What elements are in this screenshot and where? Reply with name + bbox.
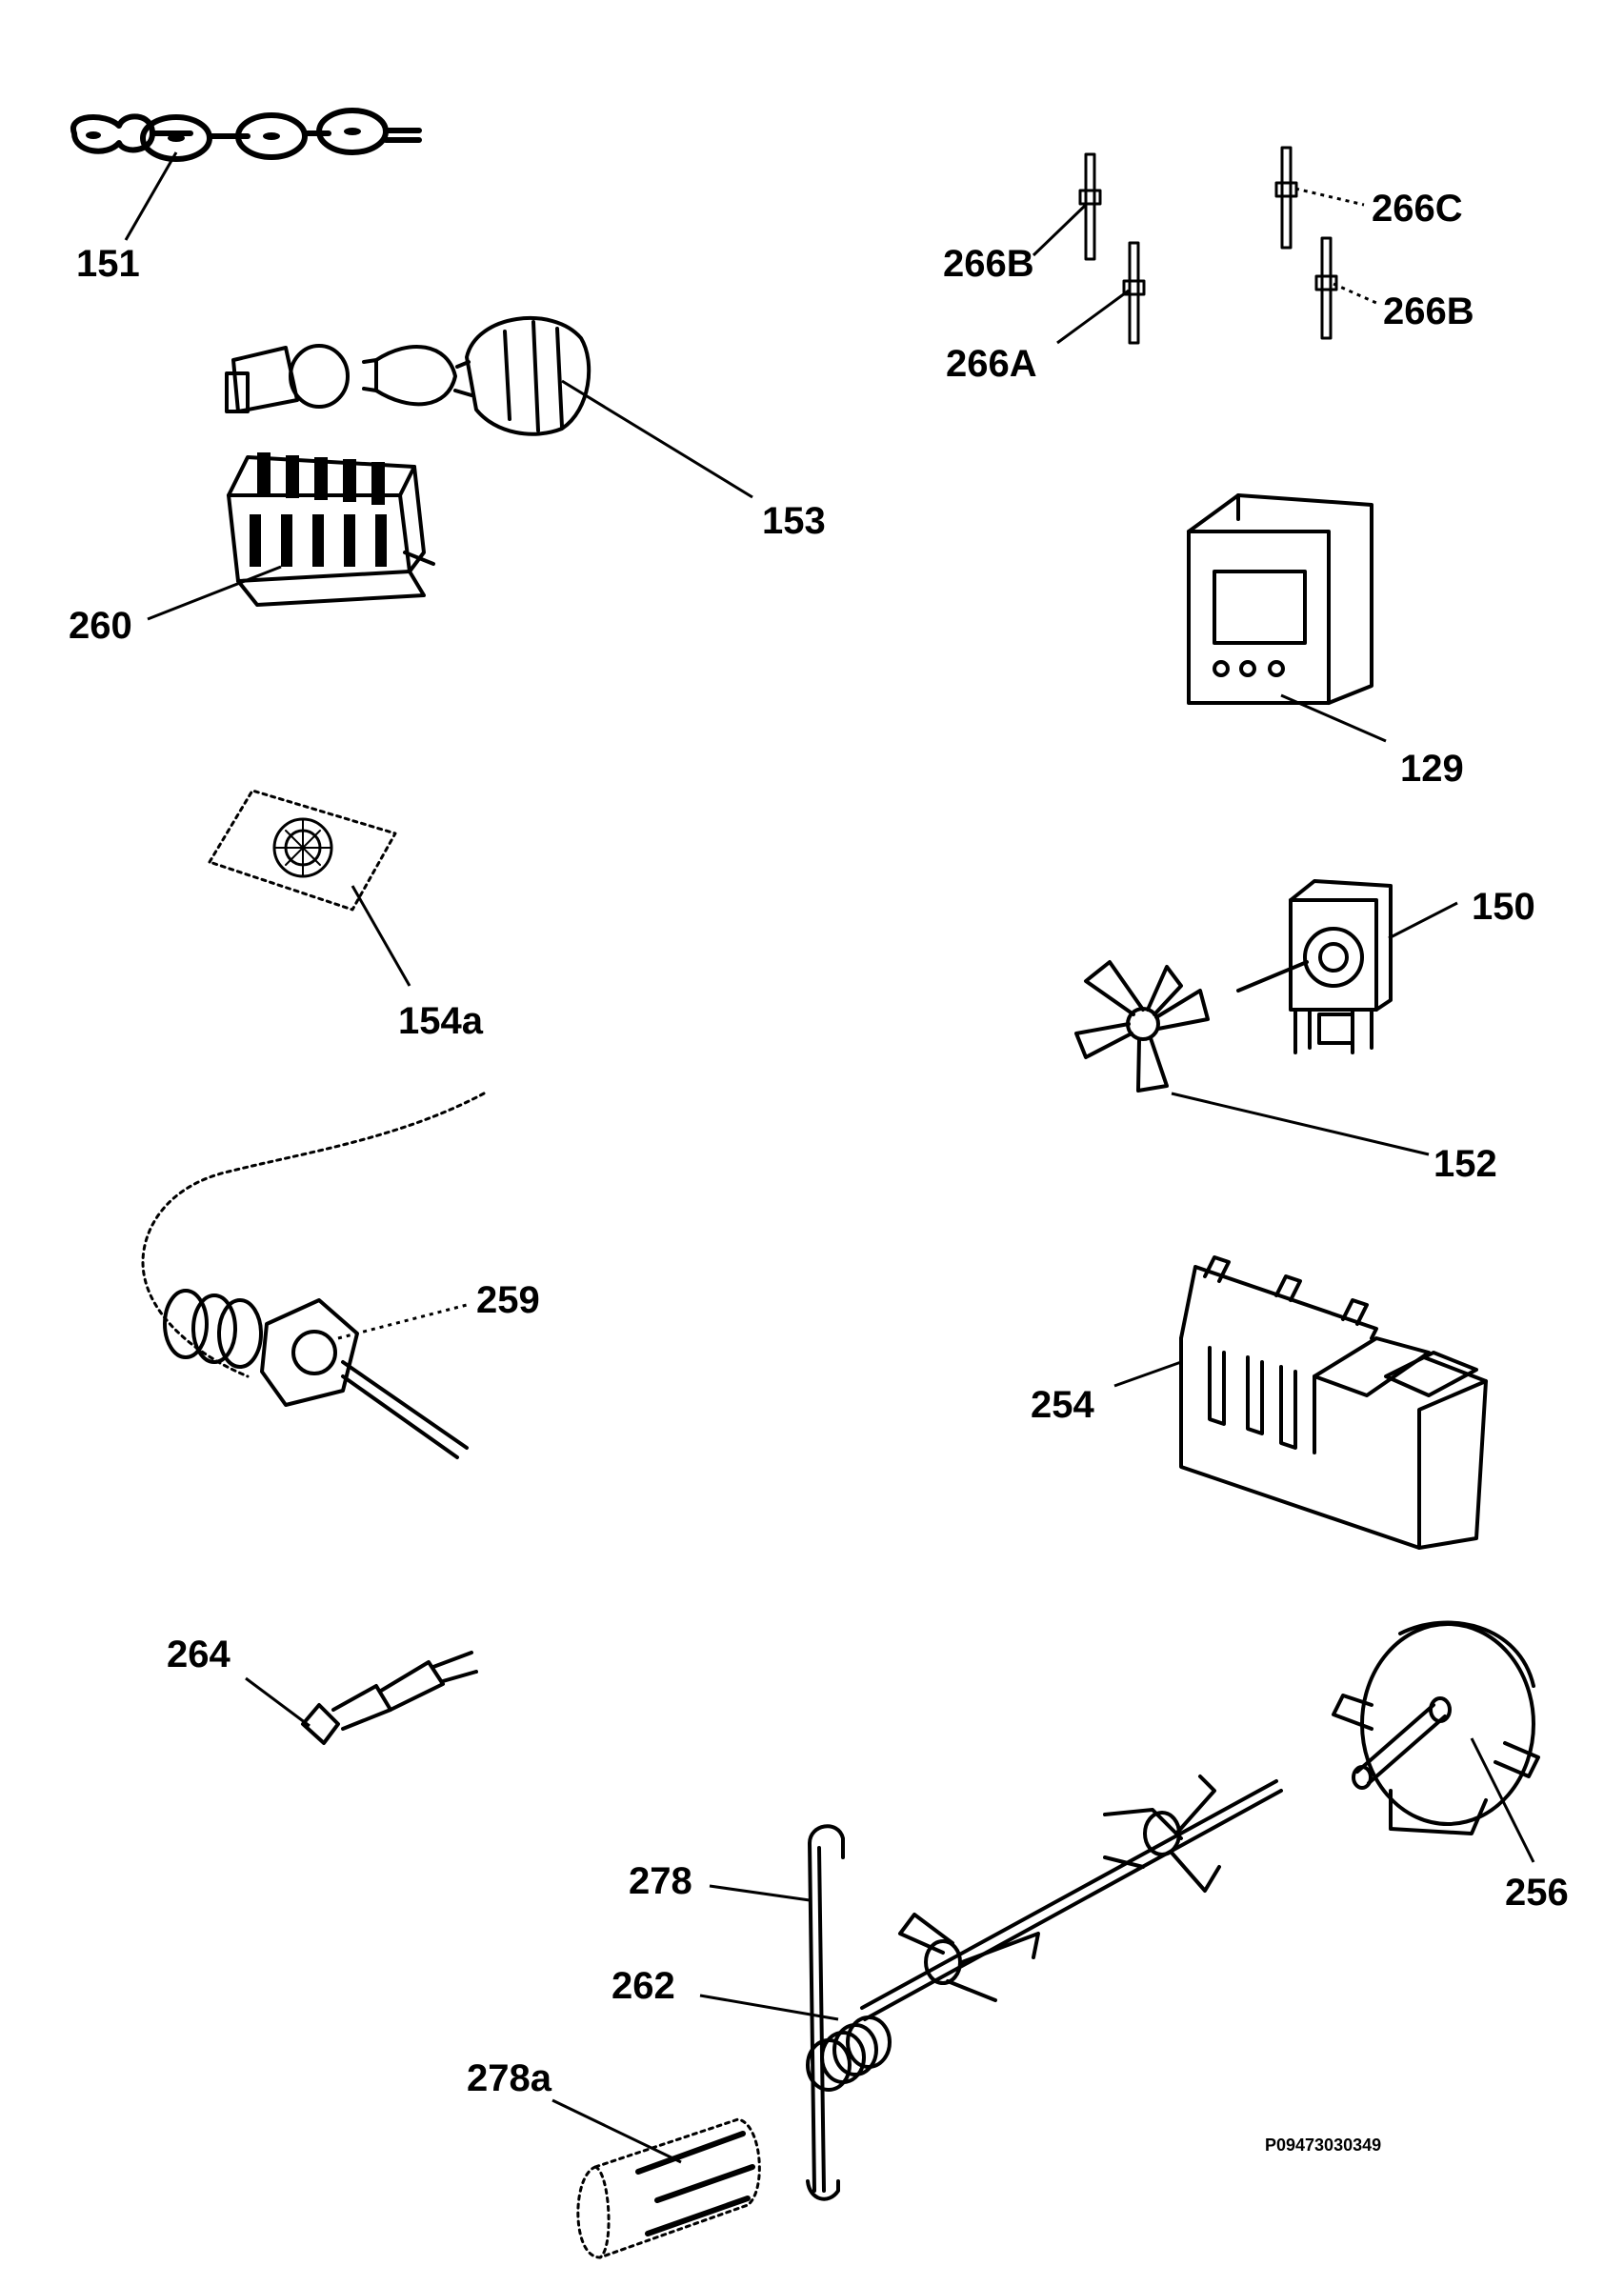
leader-150 [1388, 901, 1458, 940]
label-129: 129 [1400, 748, 1464, 790]
leader-266C [1294, 187, 1365, 207]
leader-278a [551, 2098, 682, 2164]
label-254: 254 [1031, 1384, 1094, 1426]
part-262-rotisserie-spit [806, 1775, 1283, 2092]
leader-278 [709, 1884, 811, 1902]
label-259: 259 [476, 1279, 540, 1321]
leader-151 [124, 151, 178, 241]
part-153-oven-lamp [225, 316, 591, 436]
leader-266B-1 [1032, 203, 1088, 257]
label-264: 264 [167, 1634, 231, 1675]
part-259-thermostat [141, 1092, 486, 1459]
label-278a: 278a [467, 2057, 552, 2099]
part-266-pins [1078, 146, 1338, 345]
label-152: 152 [1434, 1143, 1497, 1185]
part-260-selector-switch [227, 452, 435, 607]
leader-254 [1113, 1360, 1182, 1388]
label-150: 150 [1472, 886, 1535, 928]
label-266B-1: 266B [943, 243, 1034, 285]
label-256: 256 [1505, 1872, 1569, 1914]
leader-256 [1470, 1737, 1535, 1863]
label-153: 153 [762, 500, 826, 542]
leader-129 [1280, 693, 1387, 743]
document-code: P09473030349 [1265, 2136, 1381, 2155]
label-278: 278 [629, 1860, 692, 1902]
part-264-spark-plug [301, 1651, 478, 1745]
part-152-fan-blade [1074, 960, 1210, 1093]
part-254-terminal-block [1179, 1255, 1488, 1550]
leader-152 [1171, 1092, 1430, 1156]
leader-153 [561, 379, 753, 499]
leader-266B-2 [1333, 282, 1377, 305]
part-278a-handle [576, 2117, 761, 2259]
label-266A: 266A [946, 343, 1037, 385]
leader-266A [1056, 289, 1130, 345]
part-151-chain [70, 108, 422, 162]
leader-154a [351, 885, 411, 987]
label-260: 260 [69, 605, 132, 647]
label-266C: 266C [1372, 188, 1463, 230]
label-262: 262 [612, 1965, 675, 2007]
part-150-fan-motor [1236, 879, 1393, 1054]
leader-259 [337, 1303, 468, 1340]
leader-260 [147, 565, 282, 621]
label-154a: 154a [398, 1000, 484, 1042]
label-151: 151 [76, 243, 140, 285]
part-129-electronic-timer [1187, 493, 1373, 705]
leader-264 [245, 1676, 311, 1728]
part-278-rotisserie-support [806, 1824, 845, 2201]
part-256-rotisserie-motor [1332, 1620, 1540, 1835]
label-266B-2: 266B [1383, 291, 1474, 332]
leader-262 [699, 1994, 839, 2021]
part-154a-lamp-cover [208, 789, 397, 912]
